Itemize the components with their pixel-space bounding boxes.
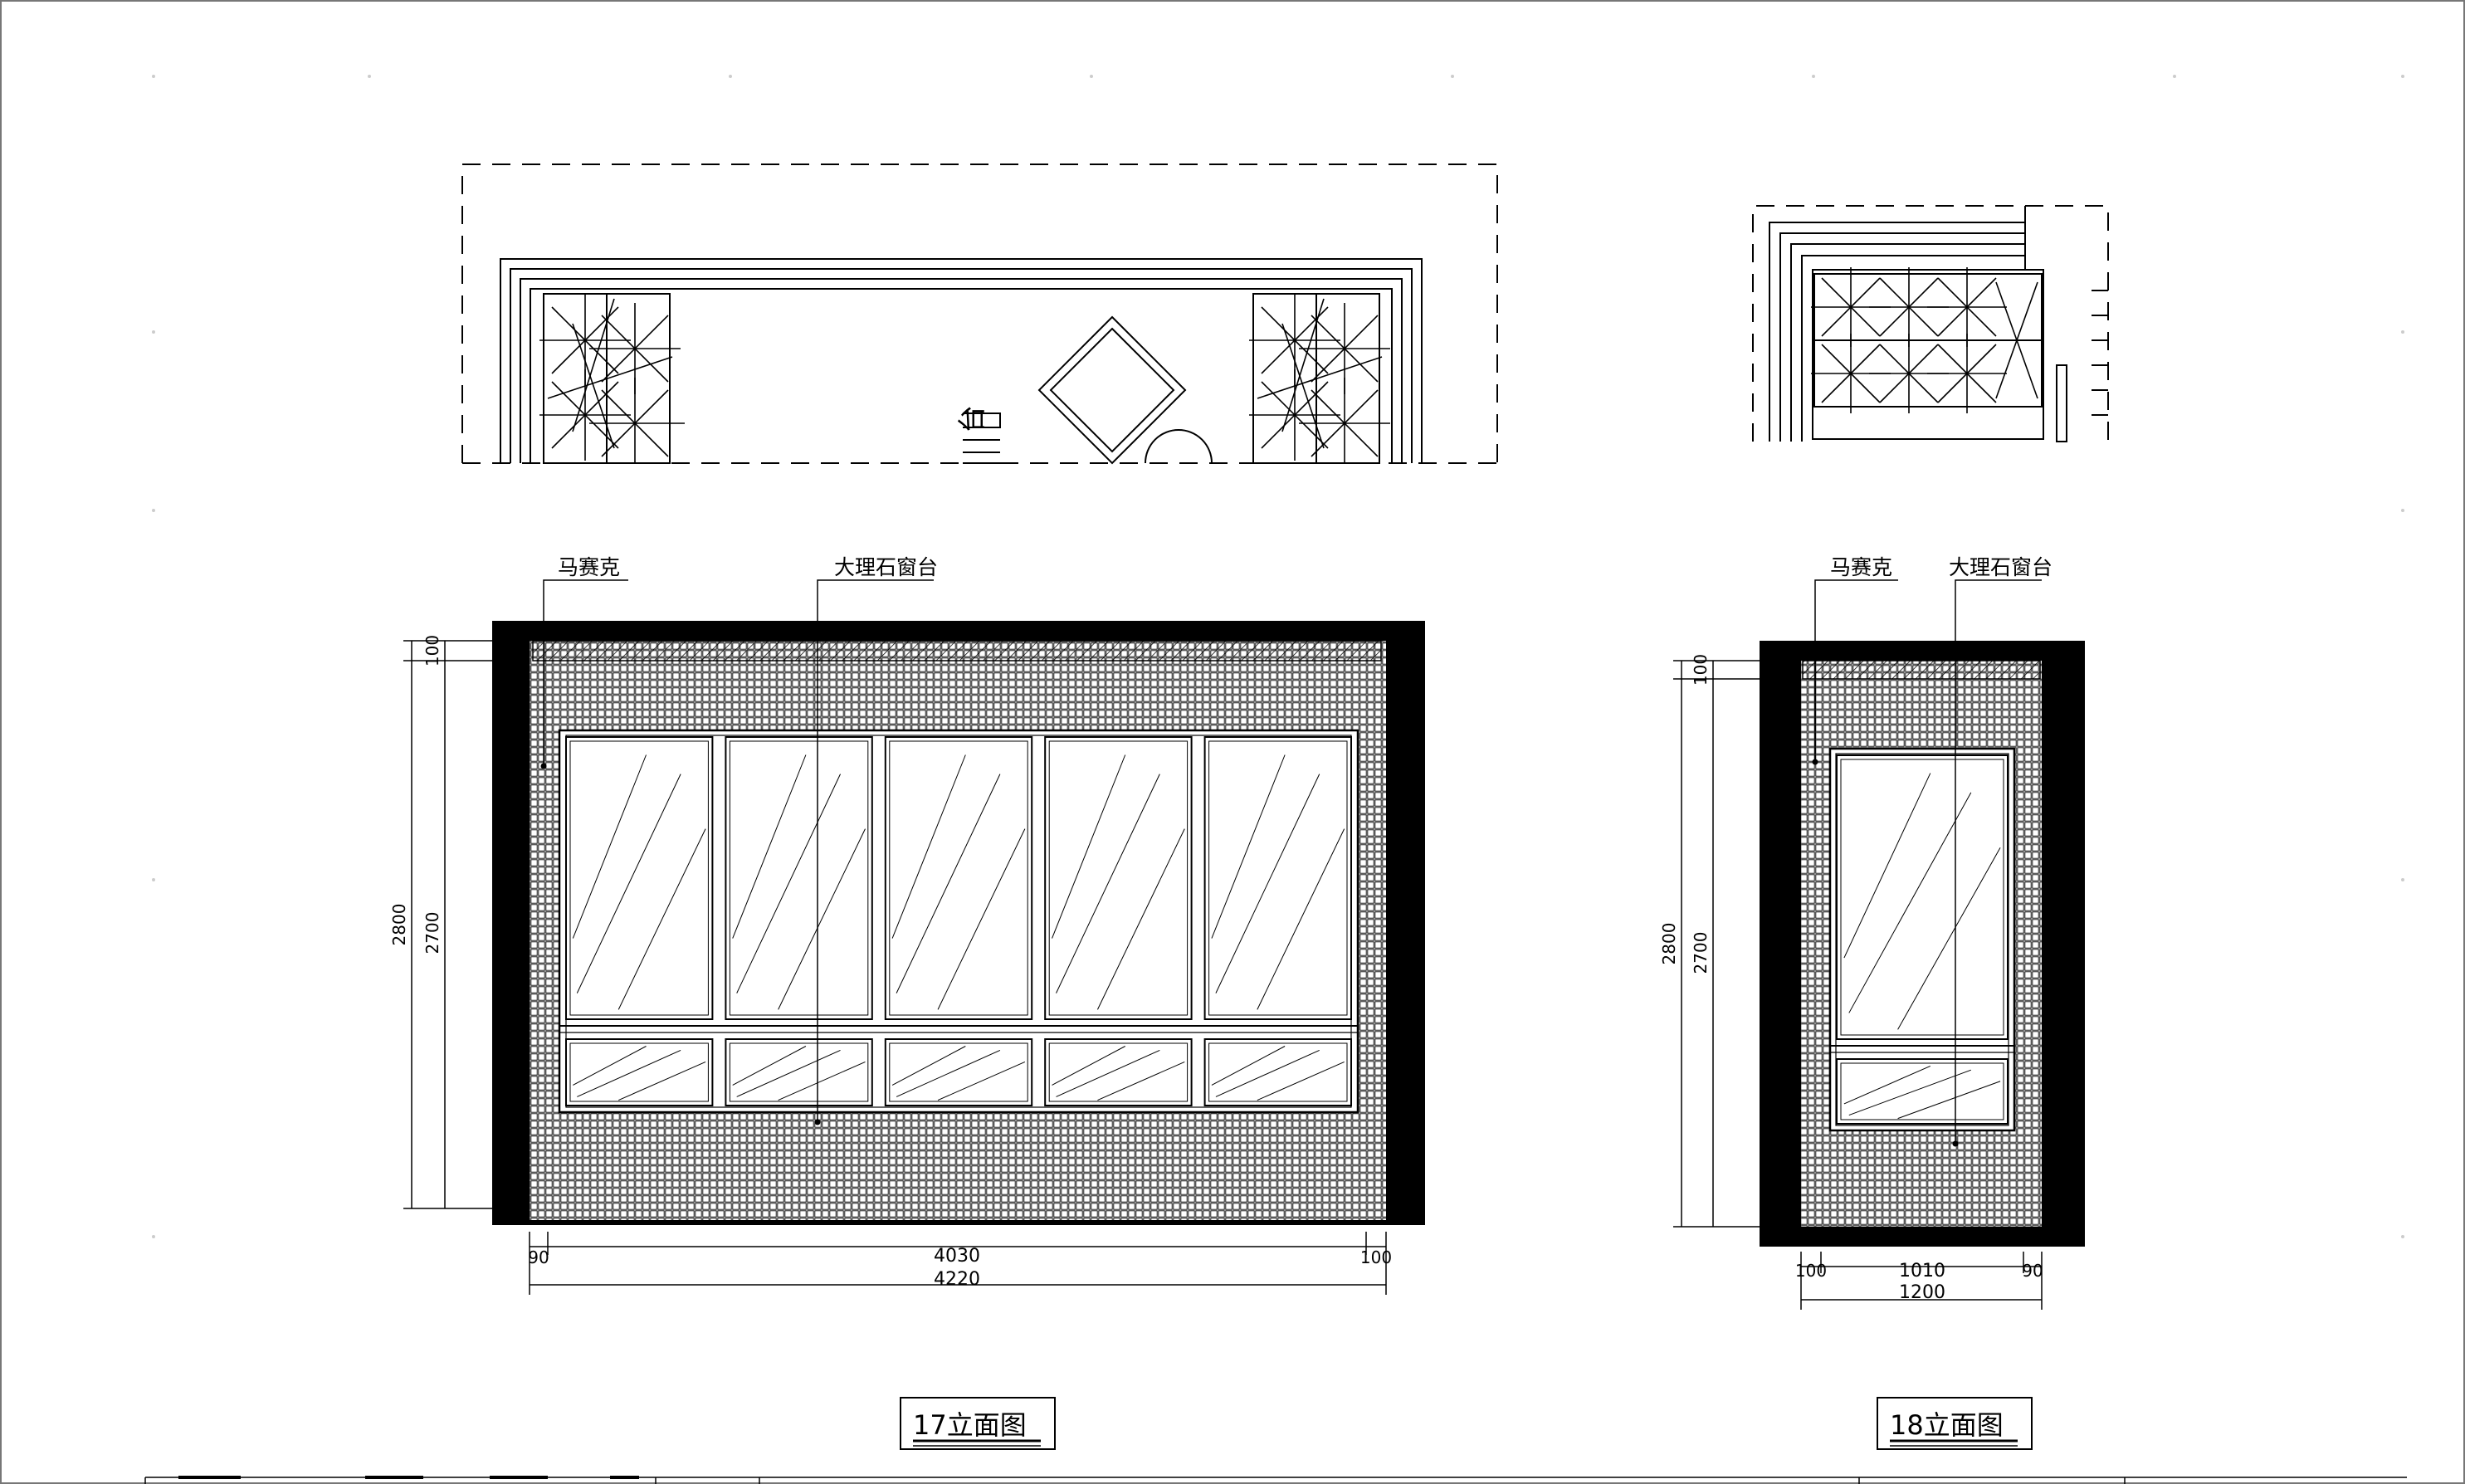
title-18-text: 18立面图	[1890, 1409, 2004, 1441]
sill-hatch-18	[1802, 660, 2041, 680]
window-pane-lower	[884, 1038, 1033, 1106]
window-frame-17	[558, 729, 1359, 1114]
dim-17-height-inner: 2700	[422, 912, 442, 954]
window-pane-upper	[884, 736, 1033, 1020]
window-panes-17	[565, 736, 1352, 1106]
title-17: 17立面图	[900, 1397, 1056, 1450]
dim-18-top: 100	[1691, 654, 1711, 686]
label-mosaic-17: 马赛克	[558, 555, 620, 579]
window-pane-lower	[1203, 1038, 1352, 1106]
plant-pot	[1037, 315, 1187, 465]
dimensions-18	[1673, 660, 2043, 1310]
label-sill-18: 大理石窗台	[1949, 555, 2053, 579]
plant-cluster-left	[539, 295, 685, 463]
window-pane-lower	[1044, 1038, 1193, 1106]
plan-17-text: 台	[956, 405, 989, 433]
window-pane-upper	[725, 736, 873, 1020]
title-17-text: 17立面图	[913, 1409, 1027, 1441]
dim-17-height-outer: 2800	[389, 904, 409, 946]
window-pane-upper	[565, 736, 714, 1020]
elevation-17: 马赛克 大理石窗台	[492, 555, 1425, 1225]
label-mosaic-18: 马赛克	[1830, 555, 1892, 579]
dim-17-right: 100	[1360, 1247, 1392, 1267]
dim-17-total: 4220	[934, 1269, 980, 1290]
label-sill-17: 大理石窗台	[834, 555, 938, 579]
dim-17-top: 100	[422, 635, 442, 666]
window-pane-upper	[1044, 736, 1193, 1020]
dim-17-left: 90	[528, 1247, 549, 1267]
window-pane-lower	[725, 1038, 873, 1106]
dimensions-17	[403, 640, 1387, 1295]
dim-18-height-inner: 2700	[1691, 932, 1711, 974]
window-pane-lower	[565, 1038, 714, 1106]
dim-18-middle: 1010	[1899, 1261, 1945, 1281]
dim-18-height-outer: 2800	[1659, 923, 1679, 965]
window-pane-upper	[1203, 736, 1352, 1020]
window-pane-upper	[1836, 754, 2009, 1040]
grid-marks	[152, 75, 2404, 1238]
window-frame-18	[1828, 747, 2016, 1132]
dim-17-middle: 4030	[934, 1246, 980, 1267]
elevation-18: 马赛克 大理石窗台	[1760, 555, 2085, 1247]
sill-hatch-17	[532, 640, 1382, 661]
dim-18-total: 1200	[1899, 1282, 1945, 1303]
plant-cluster-plan18	[1811, 267, 2038, 413]
dim-18-left: 100	[1795, 1261, 1827, 1281]
window-panes-18	[1836, 754, 2009, 1125]
plan-17	[461, 164, 1498, 465]
dim-18-right: 90	[2022, 1261, 2043, 1281]
title-block-strip	[144, 1476, 2407, 1484]
plant-cluster-right	[1249, 295, 1390, 463]
title-18: 18立面图	[1877, 1397, 2033, 1450]
plan-18	[1752, 205, 2109, 442]
window-pane-lower	[1836, 1058, 2009, 1125]
